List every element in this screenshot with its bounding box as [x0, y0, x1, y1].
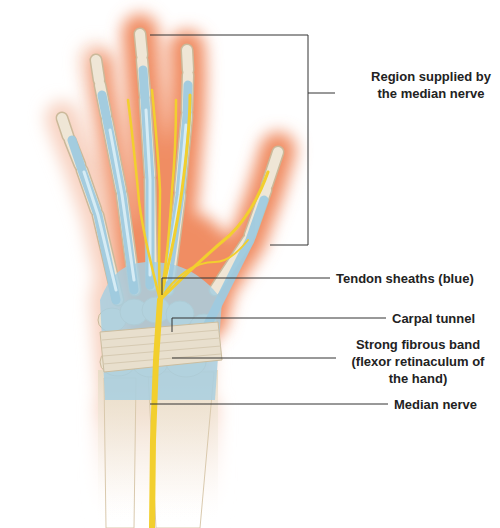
callout-label: Region supplied by the median nerve	[370, 68, 492, 102]
callout-label: Carpal tunnel	[392, 310, 496, 327]
leader-lines	[150, 35, 388, 404]
callout-label: Tendon sheaths (blue)	[336, 270, 496, 287]
retinaculum-fibres	[102, 330, 221, 364]
finger-bones	[62, 34, 278, 300]
tendon-sheath	[100, 262, 222, 400]
label-holder: Tendon sheaths (blue)	[336, 270, 496, 287]
label-holder: Region supplied by the median nerve	[370, 68, 492, 102]
hand-glow	[62, 60, 230, 528]
label-holder: Carpal tunnel	[392, 310, 496, 327]
callout-label: Median nerve	[394, 396, 496, 413]
label-holder: Strong fibrous band (flexor retinaculum …	[340, 336, 496, 387]
label-holder: Median nerve	[394, 396, 496, 413]
ulna	[104, 378, 136, 528]
callout-label: Strong fibrous band (flexor retinaculum …	[340, 336, 496, 387]
finger-bones-outline	[62, 34, 278, 300]
median-nerve	[128, 90, 268, 528]
